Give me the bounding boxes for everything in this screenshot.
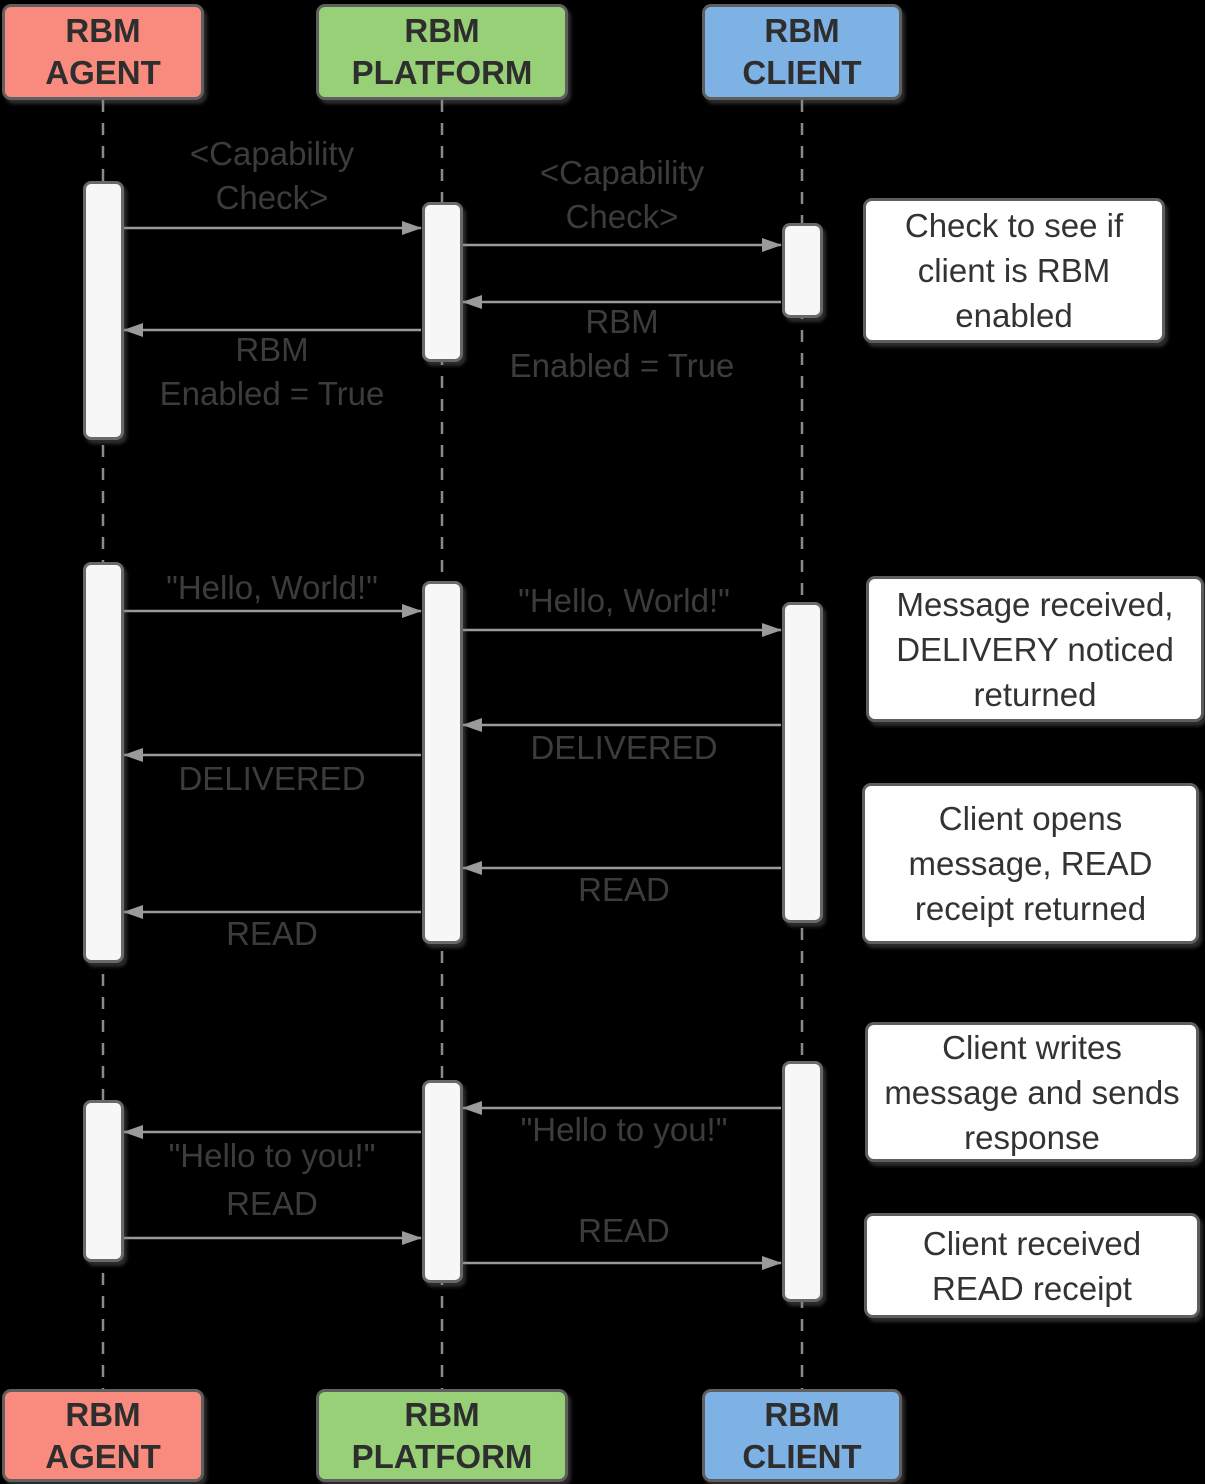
message-label: "Hello, World!"	[166, 569, 378, 606]
note: Client writes message and sends response	[865, 1022, 1199, 1162]
message-label: READ	[226, 915, 318, 952]
message-label: DELIVERED	[530, 729, 718, 766]
activation-bar-rbm-platform	[421, 1080, 463, 1283]
note: Message received, DELIVERY noticed retur…	[866, 576, 1204, 722]
activation-bar-rbm-agent	[82, 181, 124, 440]
note: Client opens message, READ receipt retur…	[862, 783, 1199, 944]
activation-bar-rbm-agent	[82, 1100, 124, 1262]
message-label: "Hello to you!"	[520, 1111, 728, 1148]
actor-bottom-rbm-platform: RBM PLATFORM	[316, 1389, 568, 1482]
message-label: <Capability Check>	[539, 154, 705, 235]
activation-bar-rbm-client	[781, 1061, 823, 1302]
message-label: RBM Enabled = True	[159, 331, 385, 412]
activation-bar-rbm-platform	[421, 581, 463, 944]
actor-top-rbm-client: RBM CLIENT	[702, 4, 902, 100]
message-label: RBM Enabled = True	[509, 303, 735, 384]
activation-bar-rbm-platform	[421, 202, 463, 362]
activation-bar-rbm-client	[781, 602, 823, 923]
message-label: READ	[578, 1212, 670, 1249]
message-label: READ	[226, 1185, 318, 1222]
message-label: READ	[578, 871, 670, 908]
actor-bottom-rbm-client: RBM CLIENT	[702, 1389, 902, 1482]
message-label: DELIVERED	[178, 760, 366, 797]
message-label: "Hello, World!"	[518, 582, 730, 619]
actor-bottom-rbm-agent: RBM AGENT	[2, 1389, 204, 1482]
activation-bar-rbm-client	[781, 223, 823, 318]
message-label: "Hello to you!"	[168, 1137, 376, 1174]
message-label: <Capability Check>	[189, 135, 355, 216]
actor-top-rbm-agent: RBM AGENT	[2, 4, 204, 100]
note: Check to see if client is RBM enabled	[863, 198, 1165, 343]
note: Client received READ receipt	[864, 1213, 1200, 1318]
activation-bar-rbm-agent	[82, 562, 124, 963]
actor-top-rbm-platform: RBM PLATFORM	[316, 4, 568, 100]
